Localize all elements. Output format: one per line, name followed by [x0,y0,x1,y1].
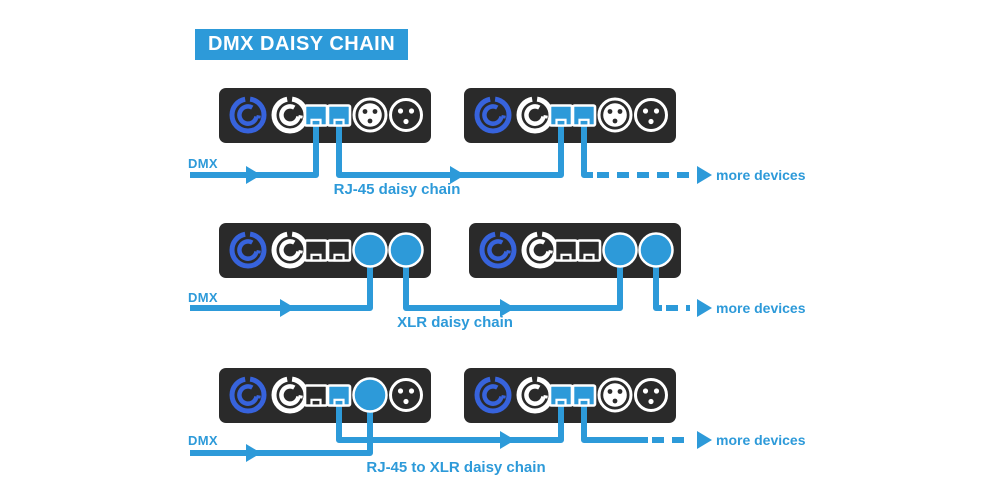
arrowhead-icon [697,431,712,449]
arrowhead-icon [246,444,261,462]
more-devices-label: more devices [716,300,806,316]
arrowhead-icon [280,299,295,317]
output-wire [581,396,648,443]
rj45-port-highlighted-icon [303,104,329,127]
xlr-port-highlighted-icon [638,232,674,268]
rj45-port-plain-icon [553,239,579,262]
row-rj45-to-xlr-daisy-chain [190,368,712,462]
output-wire [653,250,662,311]
rj45-port-highlighted-icon [326,104,352,127]
rj45-port-highlighted-icon [571,384,597,407]
dmx-input-wire [190,116,319,178]
xlr-port-highlighted-icon [352,377,388,413]
row-rj45-daisy-chain [190,88,712,184]
arrowhead-icon [500,431,515,449]
dmx-source-label: DMX [188,156,218,171]
xlr-port-highlighted-icon [602,232,638,268]
rj45-port-plain-icon [303,384,329,407]
arrowhead-icon [246,166,261,184]
xlr-port-white-icon [597,97,633,133]
xlr-port-outline-icon [634,98,668,132]
more-devices-label: more devices [716,432,806,448]
chain-type-label: XLR daisy chain [397,314,513,331]
chain-type-label: RJ-45 daisy chain [333,181,461,198]
xlr-port-outline-icon [389,98,423,132]
more-devices-label: more devices [716,167,806,183]
arrowhead-icon [697,166,712,184]
diagram-title: DMX DAISY CHAIN [195,29,409,60]
xlr-port-outline-icon [634,378,668,412]
dmx-source-label: DMX [188,290,218,305]
output-wire [581,116,593,178]
dmx-source-label: DMX [188,433,218,448]
rj45-port-highlighted-icon [571,104,597,127]
chain-wire [336,396,564,443]
rj45-port-plain-icon [326,239,352,262]
rj45-port-highlighted-icon [326,384,352,407]
dmx-input-wire [190,250,373,311]
rj45-port-plain-icon [576,239,602,262]
xlr-port-highlighted-icon [352,232,388,268]
rj45-port-highlighted-icon [548,384,574,407]
xlr-port-outline-icon [389,378,423,412]
chain-type-label: RJ-45 to XLR daisy chain [366,459,546,476]
arrowhead-icon [697,299,712,317]
xlr-port-white-icon [352,97,388,133]
xlr-port-highlighted-icon [388,232,424,268]
rj45-port-highlighted-icon [548,104,574,127]
row-xlr-daisy-chain [190,223,712,317]
xlr-port-white-icon [597,377,633,413]
rj45-port-plain-icon [303,239,329,262]
